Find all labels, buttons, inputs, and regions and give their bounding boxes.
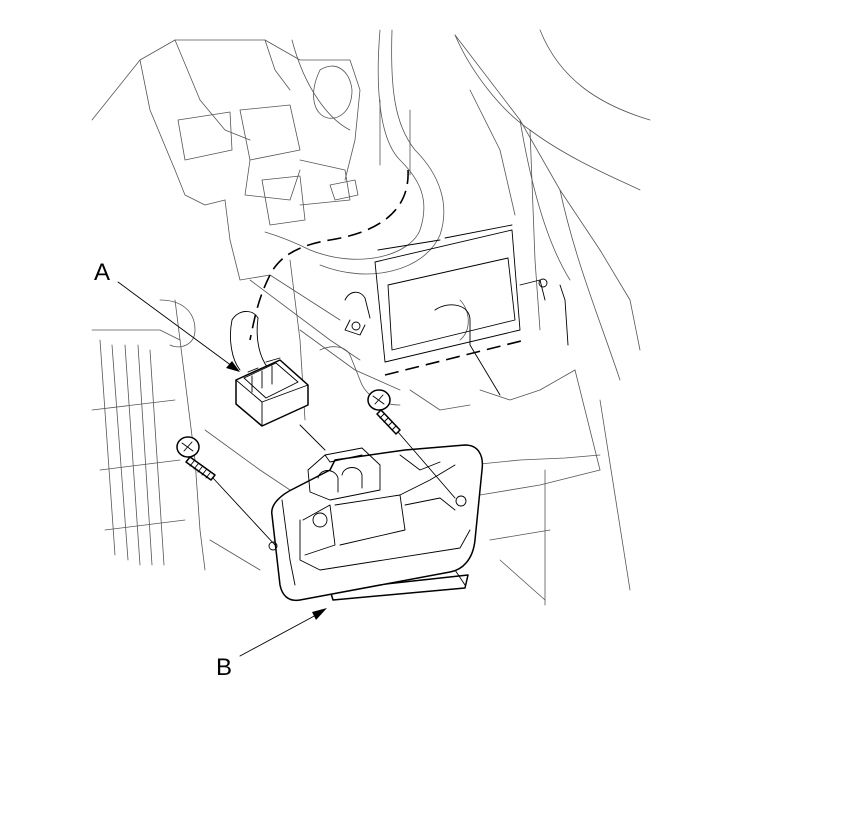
- blower-motor-resistor: [268, 444, 484, 602]
- callout-a: A: [94, 259, 240, 372]
- alignment-guides: [212, 424, 456, 546]
- screw-lower: [176, 436, 216, 481]
- wire-harness-route: [229, 169, 409, 371]
- label-b: B: [216, 654, 232, 681]
- connector-a: [235, 357, 309, 427]
- arrowhead-a: [226, 361, 240, 372]
- screw-upper: [367, 389, 401, 435]
- callout-b: B: [216, 608, 327, 681]
- arrowhead-b: [312, 608, 327, 620]
- background-structure: [91, 29, 651, 606]
- label-a: A: [94, 259, 110, 286]
